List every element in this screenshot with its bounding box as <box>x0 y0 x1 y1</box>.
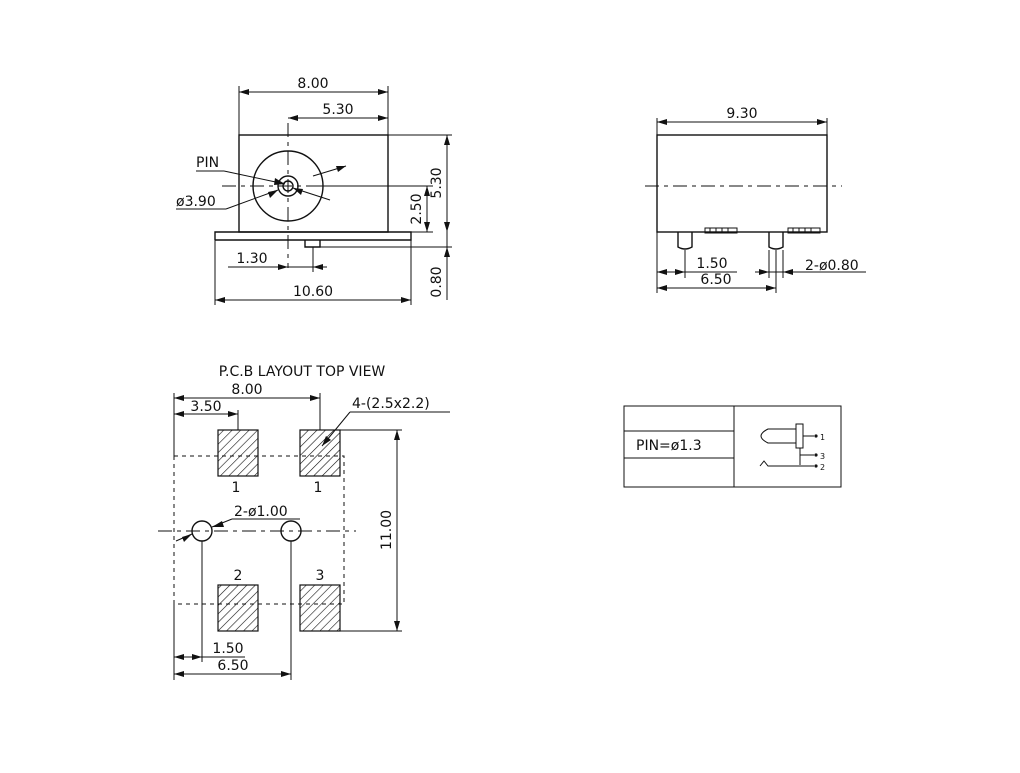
pad-label-2: 2 <box>234 568 243 584</box>
label-diameter: ø3.90 <box>176 194 216 210</box>
pin-number-1: 1 <box>820 433 825 442</box>
dim-front-center: 5.30 <box>322 102 353 118</box>
side-view: 9.30 1.50 2-ø0.80 6.50 <box>645 106 866 293</box>
label-pin: PIN <box>196 155 219 171</box>
pad-1-left <box>217 429 259 477</box>
front-base-flange <box>214 231 412 241</box>
dim-pcb-offset: 3.50 <box>190 399 221 415</box>
pcb-footprint-outline <box>173 455 345 605</box>
dim-front-height-total: 5.30 <box>429 167 445 198</box>
pad-label-1b: 1 <box>314 480 323 496</box>
dim-front-total-width: 10.60 <box>293 284 333 300</box>
pcb-layout: P.C.B LAYOUT TOP VIEW 1 1 2 3 2-ø1.00 4-… <box>158 364 450 680</box>
pin-symbol-body <box>760 428 796 444</box>
side-contact-left <box>704 227 738 234</box>
pad-3 <box>299 584 341 632</box>
dim-front-width: 8.00 <box>297 76 328 92</box>
pad-1-right <box>299 429 341 477</box>
label-pcb-holes: 2-ø1.00 <box>234 504 288 520</box>
dim-front-pin-height: 0.80 <box>429 266 445 297</box>
pad-label-1a: 1 <box>232 480 241 496</box>
front-view: 8.00 5.30 PIN ø3.90 2.50 5.30 <box>176 76 452 305</box>
dim-side-pin-span: 6.50 <box>700 272 731 288</box>
pin-schematic-box: PIN=ø1.3 1 3 2 <box>623 405 842 488</box>
dim-front-height-center: 2.50 <box>409 193 425 224</box>
pin-number-2: 2 <box>820 463 825 472</box>
dim-pcb-hole-span: 6.50 <box>217 658 248 674</box>
dim-pcb-hole1: 1.50 <box>212 641 243 657</box>
front-body-outline <box>238 134 389 233</box>
pad-2 <box>217 584 259 632</box>
dim-side-length: 9.30 <box>726 106 757 122</box>
dim-pcb-width: 8.00 <box>231 382 262 398</box>
label-pcb-pads: 4-(2.5x2.2) <box>352 396 430 412</box>
front-pin-tab <box>304 240 321 248</box>
label-side-pin-diameter: 2-ø0.80 <box>805 258 859 274</box>
pcb-layout-title: P.C.B LAYOUT TOP VIEW <box>219 364 386 380</box>
side-body-outline <box>656 134 828 233</box>
pad-label-3: 3 <box>316 568 325 584</box>
pin-box-outline <box>623 405 842 488</box>
pin-number-3: 3 <box>820 452 825 461</box>
side-pin-left <box>677 232 693 250</box>
dim-side-pin1: 1.50 <box>696 256 727 272</box>
dim-front-pin-offset: 1.30 <box>236 251 267 267</box>
pin-box-label: PIN=ø1.3 <box>636 438 702 454</box>
dim-pcb-height: 11.00 <box>379 510 395 550</box>
side-contact-right <box>787 227 821 234</box>
side-pin-right <box>768 232 784 250</box>
